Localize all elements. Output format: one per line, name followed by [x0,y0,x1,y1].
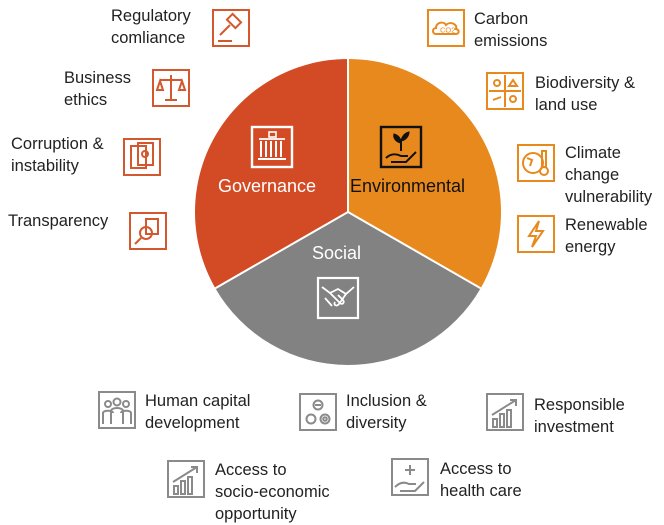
social-item-label: Responsible investment [534,396,625,436]
social-item-label: Access to socio-economic opportunity [215,461,330,523]
governance-title: Governance [218,176,317,196]
governance-segment [195,59,348,289]
circles-icon [299,393,337,431]
pie-divider-left [214,211,349,290]
people-icon [98,391,136,429]
pie-divider-right [347,211,482,290]
scales-icon [152,69,190,107]
environmental-item-label: Biodiversity & land use [535,74,635,114]
plant-hand-icon [379,125,423,169]
governance-item-label: Regulatory comliance [111,7,191,47]
growth-chart-icon [167,460,205,498]
lightning-icon [517,215,555,253]
government-building-icon [250,125,294,169]
money-icon [123,138,161,176]
social-item-label: Human capital development [145,392,251,432]
social-title: Social [312,243,362,263]
governance-item-label: Business ethics [64,69,131,109]
environmental-item-label: Carbon emissions [474,10,548,50]
environmental-item-label: Renewable energy [565,216,648,256]
medical-hand-icon [391,458,429,496]
social-item-label: Access to health care [440,460,522,500]
environmental-item-label: Climate change vulnerability [565,144,653,206]
gavel-icon [212,9,250,47]
environmental-segment [348,59,501,289]
svg-text:CO2: CO2 [440,26,455,35]
environmental-title: Environmental [350,176,466,196]
co2-cloud-icon: CO2 [427,9,465,47]
social-item-label: Inclusion & diversity [346,392,427,432]
handshake-icon [316,276,360,320]
biodiversity-icon [486,72,524,110]
governance-item-label: Transparency [8,212,109,230]
magnify-document-icon [129,212,167,250]
globe-thermometer-icon [517,144,555,182]
growth-chart-icon [486,393,524,431]
governance-item-label: Corruption & instability [11,135,104,175]
